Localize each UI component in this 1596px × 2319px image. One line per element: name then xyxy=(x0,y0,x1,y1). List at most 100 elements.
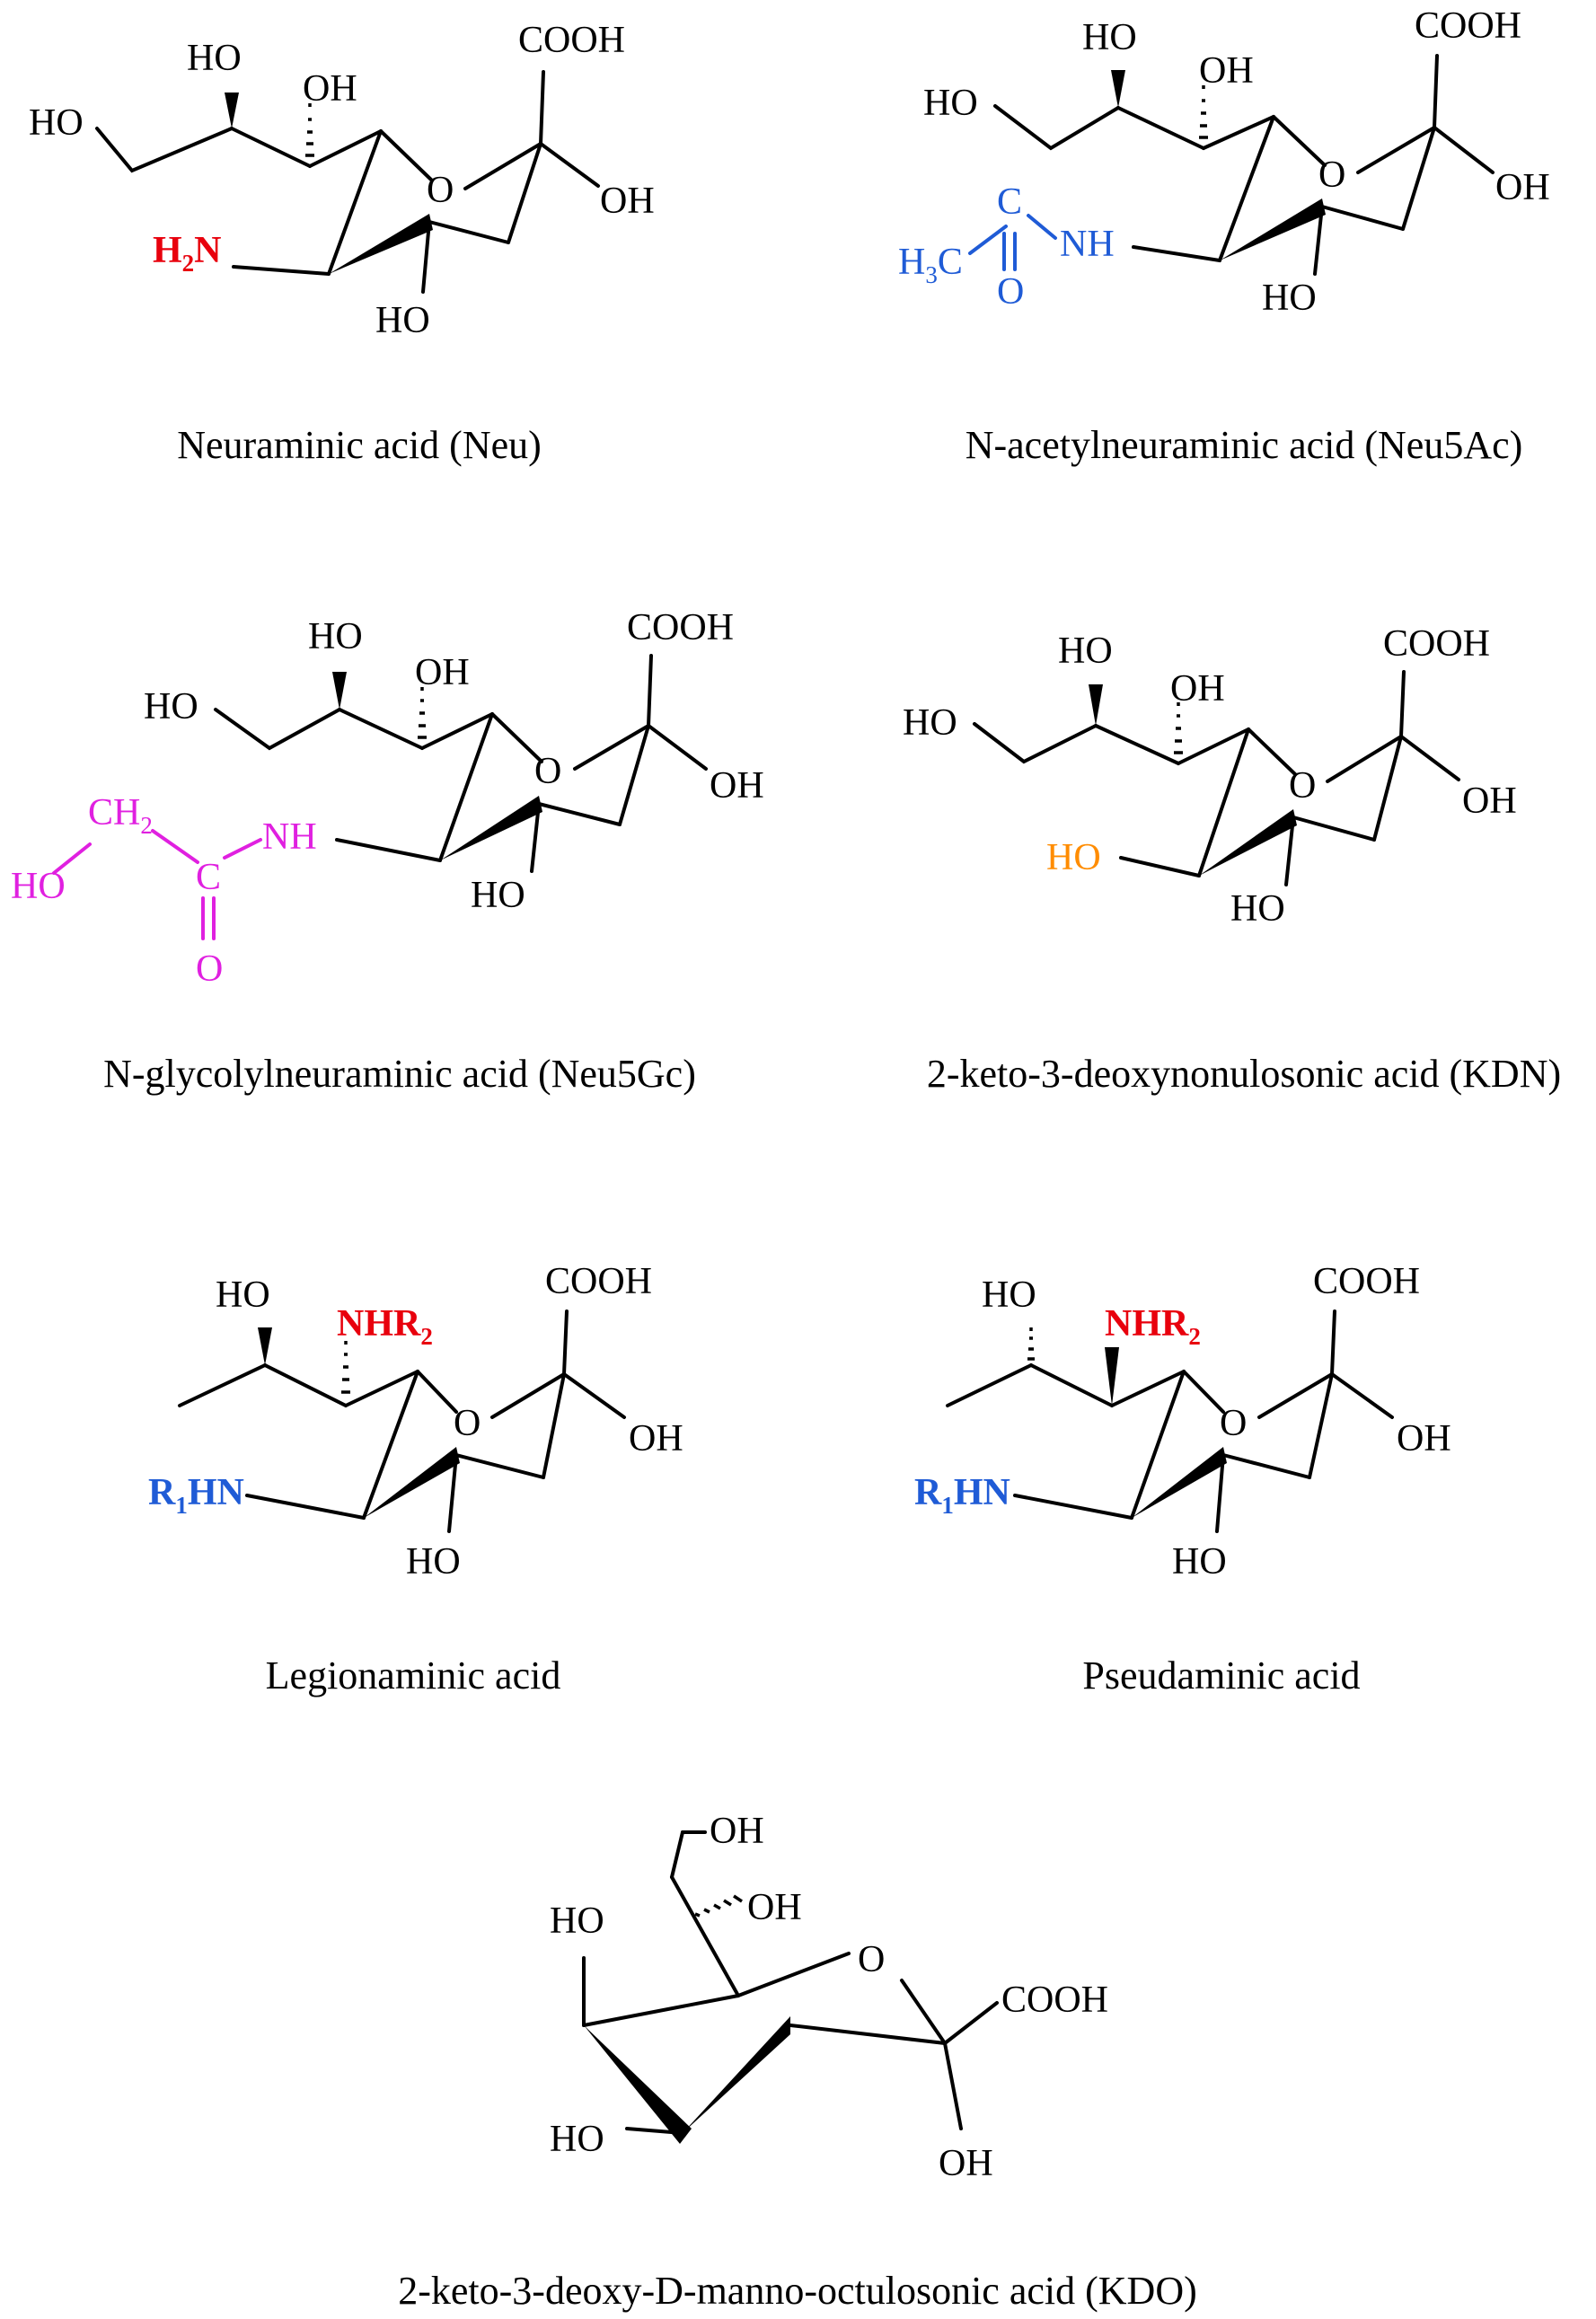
label-ho-bottom: HO xyxy=(550,2119,604,2160)
label-ring-o: O xyxy=(427,170,454,211)
label-r1hn: R1HN xyxy=(914,1472,1010,1519)
label-ho-top: HO xyxy=(982,1274,1036,1316)
structure-legionaminic-acid: HO NHR2 COOH O OH HO R1HN Legionaminic a… xyxy=(148,1261,683,1697)
label-oh-right: OH xyxy=(1462,780,1517,822)
label-oh-right: OH xyxy=(1397,1418,1451,1459)
label-cooh: COOH xyxy=(1415,5,1521,47)
structure-neu5ac: HO OH HO COOH O OH HO H3C C O NH N-acety… xyxy=(898,5,1550,467)
label-ring-o: O xyxy=(858,1939,885,1980)
wedge-bond xyxy=(683,2016,790,2133)
wedge-bond xyxy=(1089,684,1103,726)
label-carbonyl-o: O xyxy=(196,948,223,990)
label-cooh: COOH xyxy=(1001,1980,1108,2021)
label-amino: H2N xyxy=(153,230,222,277)
label-ho-bottom: HO xyxy=(406,1541,461,1583)
acetyl-group xyxy=(968,214,1057,271)
label-oh-right: OH xyxy=(1495,167,1550,208)
label-carbonyl-c: C xyxy=(997,181,1022,223)
label-cooh: COOH xyxy=(1313,1261,1420,1302)
wedge-bond xyxy=(225,93,239,128)
label-oh-side: OH xyxy=(747,1887,802,1928)
wedge-bond xyxy=(332,672,347,710)
label-ring-o: O xyxy=(1220,1403,1247,1444)
label-oh-mid: OH xyxy=(1170,668,1225,710)
label-carbonyl-o: O xyxy=(997,271,1024,313)
label-ho-left: HO xyxy=(923,83,978,124)
label-ho-left: HO xyxy=(29,102,84,144)
caption: N-acetylneuraminic acid (Neu5Ac) xyxy=(966,423,1523,467)
wedge-bond xyxy=(364,1447,460,1518)
structure-neuraminic-acid: HO OH HO COOH O OH HO H2N Neuraminic aci… xyxy=(29,20,655,467)
label-nhr2: NHR2 xyxy=(337,1303,433,1350)
label-cooh: COOH xyxy=(518,20,625,61)
label-ho-bottom: HO xyxy=(375,300,430,341)
label-ho-c5: HO xyxy=(1046,837,1101,878)
label-cooh: COOH xyxy=(1383,623,1490,665)
wedge-bond xyxy=(1111,70,1125,108)
label-ho-left: HO xyxy=(550,1900,604,1942)
label-r1hn: R1HN xyxy=(148,1472,244,1519)
caption: Legionaminic acid xyxy=(266,1653,561,1697)
label-ho-bottom: HO xyxy=(1172,1541,1227,1583)
label-ho-top: HO xyxy=(216,1274,270,1316)
label-oh-mid: OH xyxy=(303,68,357,110)
hashed-bond xyxy=(1199,85,1208,139)
hashed-bond xyxy=(694,1894,743,1918)
caption: 2-keto-3-deoxynonulosonic acid (KDN) xyxy=(927,1052,1561,1096)
structure-neu5gc: HO OH HO COOH O OH HO CH2 HO C O NH N-gl… xyxy=(11,607,764,1096)
glycolyl-group xyxy=(52,829,262,940)
caption: Neuraminic acid (Neu) xyxy=(177,423,542,467)
structure-kdo: OH OH HO O COOH HO OH 2-keto-3-deoxy-D-m… xyxy=(398,1811,1197,2313)
label-oh-mid: OH xyxy=(1199,50,1254,92)
label-ho-top: HO xyxy=(1082,17,1137,58)
label-ho-left: HO xyxy=(903,702,957,744)
label-ho-bottom: HO xyxy=(471,875,525,916)
label-oh-right: OH xyxy=(710,765,764,807)
wedge-bond xyxy=(1132,1447,1227,1518)
caption: Pseudaminic acid xyxy=(1082,1653,1360,1697)
wedge-bond xyxy=(258,1327,272,1365)
label-ring-o: O xyxy=(1318,154,1345,196)
structure-pseudaminic-acid: HO NHR2 COOH O OH HO R1HN Pseudaminic ac… xyxy=(914,1261,1451,1697)
label-ring-o: O xyxy=(1289,765,1316,807)
label-nh: NH xyxy=(262,816,317,858)
wedge-bond xyxy=(1220,198,1326,260)
label-ho-top: HO xyxy=(308,616,363,657)
label-cooh: COOH xyxy=(627,607,734,648)
atom-labels: HO OH HO COOH O OH HO H2N xyxy=(29,20,655,341)
hashed-bond xyxy=(305,103,314,157)
bonds xyxy=(95,70,600,294)
label-oh-top: OH xyxy=(710,1811,764,1852)
wedge-bond xyxy=(1199,809,1297,876)
caption: 2-keto-3-deoxy-D-manno-octulosonic acid … xyxy=(398,2269,1197,2313)
label-ho-top: HO xyxy=(187,38,242,79)
hashed-bond xyxy=(341,1341,350,1394)
label-ch2: CH2 xyxy=(88,792,153,839)
label-ho-bottom: HO xyxy=(1262,278,1317,319)
hashed-bond xyxy=(1027,1327,1035,1361)
label-methyl: H3C xyxy=(898,242,963,288)
label-oh-right: OH xyxy=(600,181,655,222)
structure-kdn: HO OH HO COOH O OH HO HO 2-keto-3-deoxyn… xyxy=(903,623,1561,1096)
label-ring-o: O xyxy=(454,1403,481,1444)
caption: N-glycolylneuraminic acid (Neu5Gc) xyxy=(103,1052,696,1096)
label-nh: NH xyxy=(1060,224,1115,265)
label-ho-glycolyl: HO xyxy=(11,866,66,907)
label-ho-left: HO xyxy=(144,686,198,727)
label-carbonyl-c: C xyxy=(196,857,221,898)
wedge-bond xyxy=(584,2025,692,2144)
wedge-bond xyxy=(1105,1347,1119,1406)
hashed-bond xyxy=(418,687,427,739)
label-ho-bottom: HO xyxy=(1230,888,1285,930)
label-cooh: COOH xyxy=(545,1261,652,1302)
label-ring-o: O xyxy=(534,751,561,792)
label-oh-right: OH xyxy=(629,1418,683,1459)
label-nhr2: NHR2 xyxy=(1105,1303,1201,1350)
label-oh-bottom: OH xyxy=(939,2143,993,2184)
hashed-bond xyxy=(1174,702,1183,754)
label-oh-mid: OH xyxy=(415,652,470,693)
wedge-bond xyxy=(440,796,542,860)
wedge-bond xyxy=(329,214,433,274)
label-ho-top: HO xyxy=(1058,630,1113,672)
